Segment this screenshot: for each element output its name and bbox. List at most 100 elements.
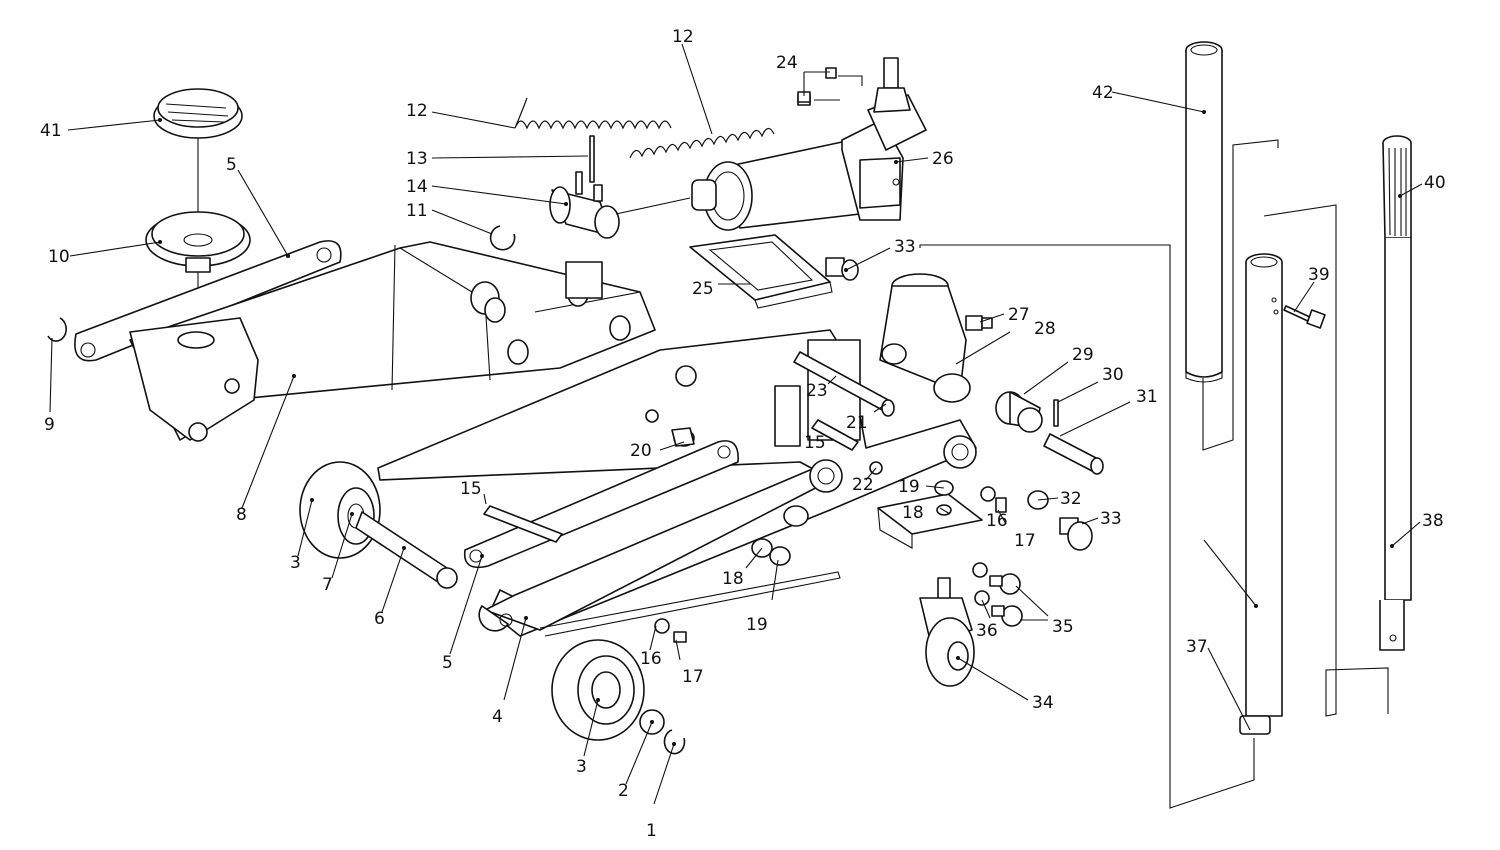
leader-lines (49, 43, 1423, 805)
washer-36a (972, 562, 988, 578)
plug-33-side (1059, 517, 1093, 551)
washer-16-left (654, 618, 670, 634)
spring-12a (514, 97, 672, 130)
callout-12-top: 12 (672, 27, 694, 47)
spring-12b (629, 127, 775, 159)
pump-body-26 (691, 57, 927, 231)
callout-19-right: 19 (898, 477, 920, 497)
callout-2: 2 (618, 781, 629, 801)
callout-21: 21 (846, 413, 868, 433)
rear-roller-3 (299, 461, 381, 559)
callout-38: 38 (1422, 511, 1444, 531)
handle-tube-42 (1185, 41, 1223, 383)
callout-23: 23 (806, 381, 828, 401)
rod-21-end (881, 399, 895, 417)
callout-40: 40 (1424, 173, 1446, 193)
callout-10: 10 (48, 247, 70, 267)
washer-36b (974, 590, 990, 606)
rod-15a (483, 505, 563, 543)
callout-13: 13 (406, 149, 428, 169)
guide-line-main (919, 244, 1255, 809)
callout-28: 28 (1034, 319, 1056, 339)
callout-17-right: 17 (1014, 531, 1036, 551)
bolts-35 (989, 573, 1023, 627)
callout-3-rear: 3 (290, 553, 301, 573)
callout-11: 11 (406, 201, 428, 221)
callout-17-left: 17 (682, 667, 704, 687)
callout-32: 32 (1060, 489, 1082, 509)
callout-30: 30 (1102, 365, 1124, 385)
callout-31: 31 (1136, 387, 1158, 407)
callout-9: 9 (44, 415, 55, 435)
callout-3-front: 3 (576, 757, 587, 777)
callout-41: 41 (40, 121, 62, 141)
pin-13 (589, 135, 595, 183)
guide-line-37 (1263, 204, 1389, 717)
callout-27: 27 (1008, 305, 1030, 325)
front-roller-3 (551, 639, 645, 741)
leader-dots (158, 110, 1402, 746)
saddle-10 (145, 211, 251, 273)
bolt-17-right (995, 497, 1007, 513)
callout-42: 42 (1092, 83, 1114, 103)
fitting-20 (671, 427, 695, 447)
handle-tube-38-40 (1379, 135, 1412, 651)
frame-4 (377, 329, 977, 637)
callout-12-left: 12 (406, 101, 428, 121)
fitting-27 (965, 315, 993, 331)
handle-tube-37 (1239, 253, 1283, 735)
callout-5-top: 5 (226, 155, 237, 175)
nut-19b (769, 546, 791, 566)
callout-29: 29 (1072, 345, 1094, 365)
callout-5-lower: 5 (442, 653, 453, 673)
callout-16-right: 16 (986, 511, 1008, 531)
callout-15-left: 15 (460, 479, 482, 499)
lift-arm-8 (129, 241, 656, 442)
caster-plate (877, 493, 983, 549)
callout-36: 36 (976, 621, 998, 641)
callout-34: 34 (1032, 693, 1054, 713)
callout-39: 39 (1308, 265, 1330, 285)
callout-22: 22 (852, 475, 874, 495)
rod-31 (1043, 433, 1104, 475)
rear-axle-6 (355, 511, 458, 589)
callout-26: 26 (932, 149, 954, 169)
rod-15b (811, 419, 859, 451)
clip-9 (47, 317, 67, 342)
pump-housing-28 (879, 273, 971, 403)
callout-33-side: 33 (1100, 509, 1122, 529)
callout-33-top: 33 (894, 237, 916, 257)
callout-1: 1 (646, 821, 657, 841)
callout-15-right: 15 (804, 433, 826, 453)
callout-7: 7 (322, 575, 333, 595)
bolt-39 (1283, 305, 1326, 329)
clip-1 (663, 729, 686, 755)
callout-14: 14 (406, 177, 428, 197)
piston-link-14 (549, 171, 691, 239)
callout-6: 6 (374, 609, 385, 629)
guide-line-42 (1202, 139, 1279, 451)
callout-20: 20 (630, 441, 652, 461)
washer-16-right (980, 486, 996, 502)
caster-wheel-34 (919, 577, 975, 687)
callout-8: 8 (236, 505, 247, 525)
callout-16-left: 16 (640, 649, 662, 669)
callout-37: 37 (1186, 637, 1208, 657)
callout-19-left: 19 (746, 615, 768, 635)
callout-25: 25 (692, 279, 714, 299)
bolt-17-left (673, 631, 687, 643)
plug-33-top (825, 257, 859, 281)
cylinder-29 (995, 391, 1043, 433)
callout-18-left: 18 (722, 569, 744, 589)
saddle-41 (153, 88, 243, 139)
clip-11 (489, 225, 516, 251)
bracket-25 (689, 234, 833, 309)
callout-4: 4 (492, 707, 503, 727)
callout-24: 24 (776, 53, 798, 73)
callouts: 1 2 3 3 4 5 5 6 7 8 9 10 11 12 12 13 14 … (40, 27, 1446, 841)
callout-18-right: 18 (902, 503, 924, 523)
pin-30 (1053, 399, 1059, 427)
bushing (783, 505, 809, 527)
